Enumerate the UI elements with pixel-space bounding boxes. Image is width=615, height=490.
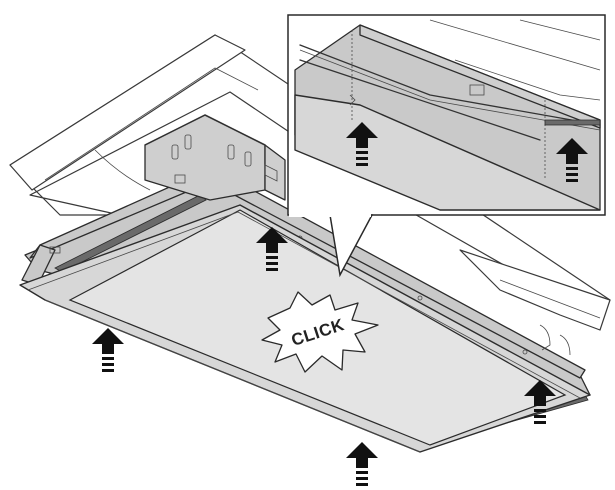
arrow-tail-dash <box>266 256 278 259</box>
arrow-tail-dash <box>566 173 578 176</box>
push-arrows <box>92 122 588 486</box>
arrow-tail-dash <box>102 369 114 372</box>
push-arrow-right <box>524 380 556 424</box>
push-up-arrow-icon <box>92 328 124 354</box>
arrow-tail-dash <box>356 163 368 166</box>
arrow-tail-dash <box>356 151 368 154</box>
push-up-arrow-icon <box>524 380 556 406</box>
arrow-tail-dash <box>566 167 578 170</box>
arrow-tail-dash <box>534 415 546 418</box>
arrow-tail-dash <box>356 157 368 160</box>
push-up-arrow-icon <box>346 122 378 148</box>
arrow-tail-dash <box>356 471 368 474</box>
push-arrow-left <box>92 328 124 372</box>
junction-box <box>144 114 286 201</box>
detail-inset <box>287 14 606 278</box>
push-arrow-inset-left <box>346 122 378 166</box>
arrow-tail-dash <box>266 268 278 271</box>
arrow-tail-dash <box>102 363 114 366</box>
arrow-tail-dash <box>356 477 368 480</box>
arrow-tail-dash <box>102 357 114 360</box>
arrow-tail-dash <box>356 483 368 486</box>
arrow-tail-dash <box>266 262 278 265</box>
click-burst-icon <box>261 291 379 373</box>
push-up-arrow-icon <box>256 227 288 253</box>
push-up-arrow-icon <box>556 138 588 164</box>
push-arrow-center-top <box>256 227 288 271</box>
ceiling-frame <box>9 34 611 331</box>
push-up-arrow-icon <box>346 442 378 468</box>
click-callout: CLICK <box>261 291 379 373</box>
arrow-tail-dash <box>566 179 578 182</box>
push-arrow-bottom <box>346 442 378 486</box>
arrow-tail-dash <box>534 421 546 424</box>
push-arrow-inset-right <box>556 138 588 182</box>
arrow-tail-dash <box>534 409 546 412</box>
